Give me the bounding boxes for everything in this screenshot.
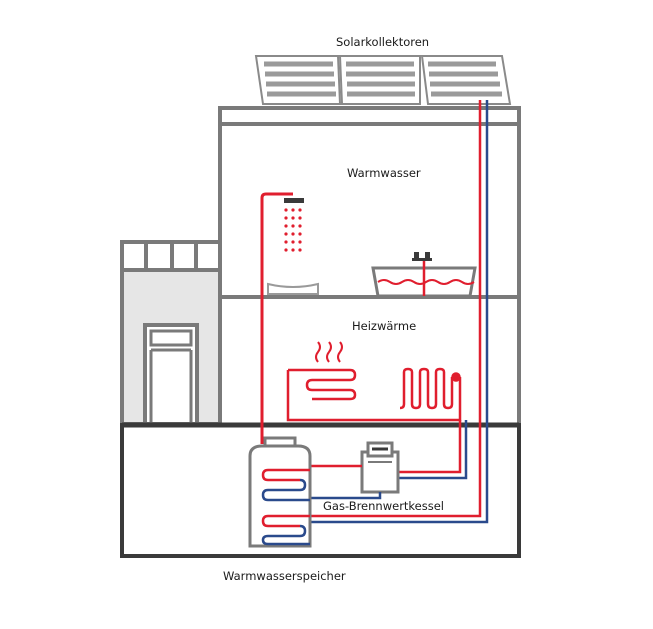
bath-water (377, 279, 475, 285)
gas-boiler (360, 441, 400, 494)
radiator (399, 367, 461, 410)
tank-upper-coil (261, 468, 310, 502)
heating-loop (286, 368, 462, 422)
heat-waves-icon (315, 341, 343, 363)
label-hot-water: Warmwasser (347, 166, 421, 180)
shower-head (284, 198, 304, 203)
solar-panel-3 (420, 55, 512, 105)
solar-collectors (254, 55, 512, 105)
water-drops (284, 208, 302, 252)
shower (260, 192, 319, 444)
solar-panel-2 (338, 55, 421, 105)
label-gas-boiler: Gas-Brennwertkessel (323, 499, 444, 513)
door (143, 323, 199, 426)
shower-tray (267, 282, 319, 295)
hot-water-storage-tank (248, 436, 312, 548)
building (120, 106, 521, 426)
side-annex (120, 240, 222, 426)
heating-coil-left (305, 368, 357, 401)
tank-lower-coil (261, 514, 310, 546)
solar-pipes (296, 100, 489, 524)
bathtub (371, 252, 477, 298)
shower-pipe (260, 192, 293, 444)
bath-tap (412, 252, 432, 261)
label-solar-collectors: Solarkollektoren (336, 35, 429, 49)
roof (218, 106, 521, 126)
heating-return (398, 420, 468, 480)
radiator-valve (451, 372, 461, 382)
label-storage-tank: Warmwasserspeicher (223, 569, 346, 583)
solar-panel-1 (254, 55, 342, 105)
label-heating: Heizwärme (352, 319, 416, 333)
